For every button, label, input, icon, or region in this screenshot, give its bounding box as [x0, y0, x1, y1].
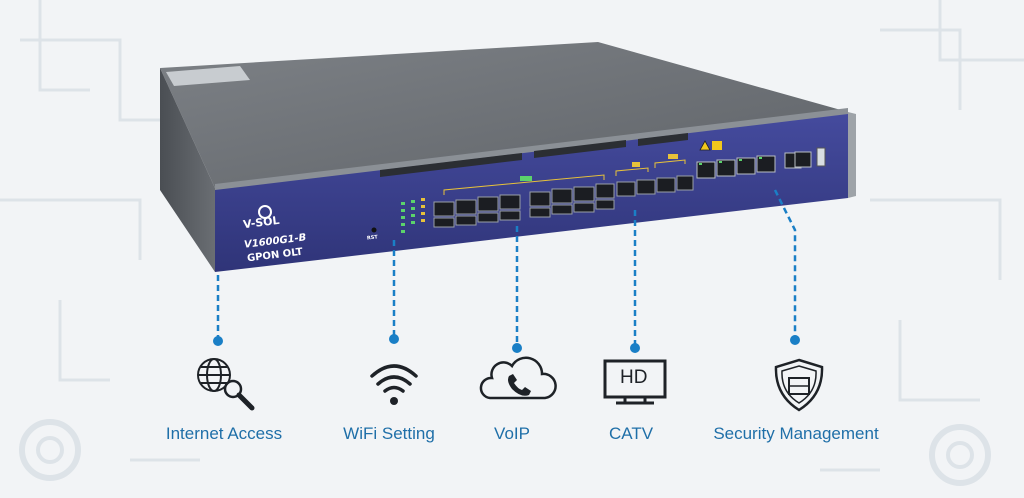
- hd-tv-icon: [603, 359, 667, 405]
- sfp-ports-lower: [433, 199, 615, 228]
- group-label-tag: [520, 176, 532, 181]
- hd-icon-text: HD: [620, 367, 648, 388]
- phone-cloud-icon: [479, 356, 557, 400]
- globe-search-icon: [197, 358, 255, 411]
- vsol-logo-icon: [258, 205, 272, 219]
- group-label-tag: [632, 162, 640, 167]
- usb-port[interactable]: [816, 147, 826, 167]
- connector-lines: [216, 189, 797, 345]
- laser-warning-label: [712, 141, 722, 150]
- rj45-ports[interactable]: [696, 151, 812, 179]
- status-leds: [401, 198, 425, 233]
- group-label-tag: [668, 154, 678, 159]
- sfp-group-brackets: [443, 159, 686, 195]
- laser-warning-icon: [699, 140, 711, 151]
- feature-label-wifi-setting: WiFi Setting: [343, 424, 435, 443]
- chassis-sticker: [166, 66, 250, 86]
- connector-dots: [213, 334, 800, 353]
- vent-grille: [380, 133, 688, 177]
- panel-edge: [215, 108, 848, 190]
- chassis-top: [160, 42, 848, 188]
- reset-button[interactable]: [371, 227, 377, 233]
- rack-ear: [848, 112, 856, 198]
- feature-label-security-management: Security Management: [713, 424, 879, 443]
- wifi-icon: [370, 364, 418, 405]
- feature-label-catv: CATV: [608, 424, 654, 443]
- shield-icon: [774, 358, 824, 412]
- circuit-background: [0, 0, 1024, 486]
- rj45-port-leds: [699, 157, 762, 165]
- feature-label-internet-access: Internet Access: [165, 424, 283, 443]
- feature-label-voip: VoIP: [494, 424, 530, 443]
- chassis-side: [160, 68, 215, 272]
- sfp-ports: [433, 175, 694, 217]
